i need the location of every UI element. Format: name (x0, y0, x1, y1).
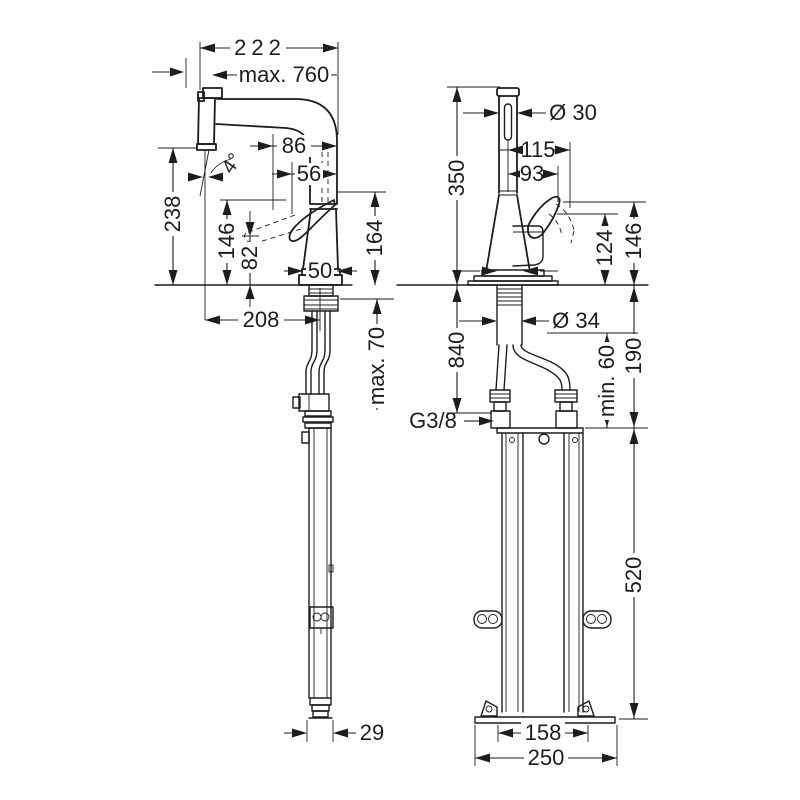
dim-146-side-label: 146 (214, 223, 239, 260)
dim-222: 222 (199, 35, 339, 135)
dim-82-label: 82 (237, 246, 262, 270)
bracket-clip-left (473, 610, 503, 629)
dim-115-label: 115 (520, 137, 555, 162)
dim-86-label: 86 (282, 133, 306, 158)
hose-guide-rail (301, 427, 334, 719)
hose-fitting-right (554, 389, 578, 429)
dim-g38-label: G3/8 (409, 408, 457, 433)
supply-hoses (489, 344, 578, 429)
dim-max760: max. 760 (152, 58, 337, 88)
dim-dia34-label: Ø 34 (552, 308, 600, 333)
dim-min60-label: min. 60 (594, 345, 619, 417)
dim-max70-label: max. 70 (364, 327, 389, 405)
dim-146-front: 146 (563, 201, 646, 285)
dim-164: 164 (338, 191, 387, 285)
dim-124: 124 (557, 213, 618, 285)
dim-max760-label: max. 760 (239, 62, 330, 87)
mounting-shank-front (496, 284, 523, 346)
dim-208: 208 (205, 288, 321, 332)
mounting-shank (303, 284, 339, 312)
dim-82: 82 (237, 211, 262, 307)
handle-lever-front (512, 195, 575, 267)
dim-190-label: 190 (621, 338, 646, 375)
dim-dia34: Ø 34 (459, 308, 638, 334)
dim-115: 115 (507, 137, 571, 208)
bracket-clip-right (582, 610, 612, 629)
installation-bracket (473, 427, 616, 724)
dim-29-label: 29 (360, 720, 384, 745)
anchor-foot-left (480, 700, 498, 717)
spray-head (196, 87, 223, 151)
dim-190: 190 (621, 285, 646, 428)
dim-min60: min. 60 (594, 333, 619, 428)
dim-840-label: 840 (444, 332, 469, 369)
dim-124-label: 124 (592, 230, 617, 267)
dim-dia30: Ø 30 (463, 100, 597, 125)
dim-164-label: 164 (362, 220, 387, 257)
dim-350-label: 350 (444, 160, 469, 197)
bracket-hole (509, 437, 515, 443)
dim-max70: max. 70 (364, 299, 389, 410)
front-view: Ø 30 115 93 350 (396, 86, 649, 770)
dim-56-label: 56 (297, 161, 321, 186)
dim-50-label: 50 (308, 258, 332, 283)
check-valve (298, 393, 330, 412)
dim-158-label: 158 (525, 720, 562, 745)
dim-250-label: 250 (528, 745, 565, 770)
dim-208-label: 208 (243, 307, 280, 332)
dim-146-front-label: 146 (621, 223, 646, 260)
dim-520-label: 520 (621, 557, 646, 594)
hose-weight-slider (309, 606, 334, 634)
spout-window (503, 103, 513, 141)
dim-86: 86 (250, 133, 337, 210)
anchor-foot-right (577, 700, 595, 717)
dim-93-label: 93 (520, 161, 544, 186)
rail-foot (308, 697, 333, 719)
dim-158: 158 (497, 720, 589, 745)
bracket-hole (572, 437, 578, 443)
dim-146-side: 146 (214, 199, 286, 285)
dim-250: 250 (474, 725, 618, 770)
handle-lever (244, 199, 336, 245)
dim-50: 50 (284, 258, 357, 283)
dim-840: 840 (444, 285, 492, 414)
dim-238: 238 (158, 147, 197, 285)
dim-56: 56 (272, 161, 337, 214)
base-flange (452, 266, 559, 286)
dim-g38: G3/8 (409, 408, 494, 433)
dim-93: 93 (508, 161, 559, 202)
dim-238-label: 238 (160, 196, 185, 233)
dim-520: 520 (585, 427, 648, 720)
hose-fitting-left (489, 389, 511, 429)
dim-222-label: 222 (234, 35, 286, 60)
dim-350: 350 (444, 86, 500, 285)
dim-dia30-label: Ø 30 (549, 100, 597, 125)
side-view: 222 max. 760 238 4° (152, 35, 394, 745)
pullout-hose (292, 310, 334, 429)
dim-29: 29 (284, 720, 384, 745)
bracket-hole-center (538, 433, 550, 445)
counter-line (154, 284, 394, 300)
